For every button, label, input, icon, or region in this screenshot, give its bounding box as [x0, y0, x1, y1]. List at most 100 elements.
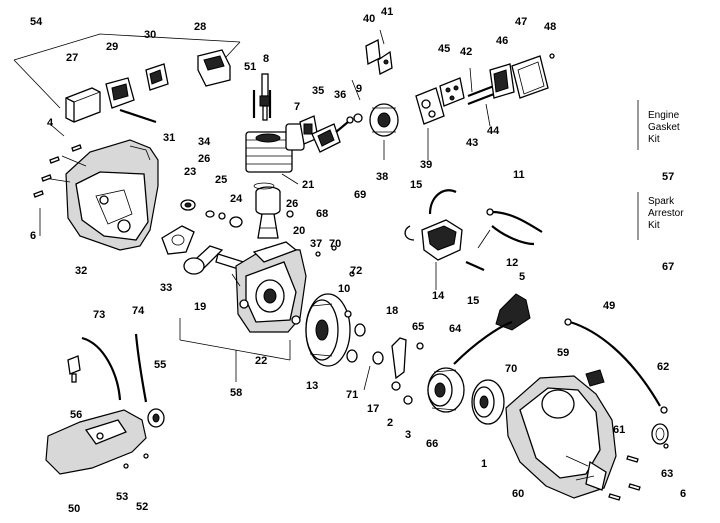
label-26: 26: [198, 153, 210, 165]
label-44: 44: [487, 125, 500, 137]
label-60: 60: [512, 488, 524, 500]
label-66: 66: [426, 438, 438, 450]
label-27: 27: [66, 52, 78, 64]
filter-base: [489, 63, 515, 99]
label-59: 59: [557, 347, 569, 359]
label-24: 24: [230, 193, 243, 205]
spark-arrestor-kit-line1: Spark: [648, 196, 675, 207]
filter-gasket: [145, 63, 169, 91]
ignition-module: [404, 189, 463, 261]
spark-plug: [259, 73, 271, 121]
shield: [45, 409, 147, 475]
label-41: 41: [381, 6, 393, 18]
rewind-spring-housing: [427, 367, 465, 413]
label-2: 2: [387, 417, 393, 429]
engine-gasket-kit-note: Engine Gasket Kit 57: [648, 110, 680, 183]
spark-arrestor-kit-line3: Kit: [648, 220, 660, 231]
label-1: 1: [481, 458, 487, 470]
spark-arrestor-kit-note: Spark Arrestor Kit 67: [648, 196, 684, 273]
label-70: 70: [329, 238, 341, 250]
crankcase: [235, 241, 307, 333]
label-31: 31: [163, 132, 175, 144]
label-64: 64: [449, 323, 462, 335]
piston-ring: [253, 182, 275, 190]
label-72: 72: [350, 265, 362, 277]
muffler-plate: [311, 123, 341, 153]
label-6: 6: [30, 230, 36, 242]
label-63: 63: [661, 468, 673, 480]
engine-gasket-kit-line3: Kit: [648, 134, 660, 145]
label-15: 15: [410, 179, 422, 191]
flywheel-nut: [346, 323, 366, 363]
leader-lines: [39, 29, 491, 391]
label-45: 45: [438, 43, 450, 55]
label-8: 8: [263, 53, 269, 65]
carburetor-screws: [467, 84, 495, 106]
small-screws: [123, 453, 149, 469]
part-labels: 54 29 30 28 27 4 31 6 32 8 51 34 26 7 35…: [30, 6, 686, 515]
starter-rope: [453, 320, 513, 365]
label-71: 71: [346, 389, 358, 401]
label-11: 11: [513, 169, 525, 181]
primer-bulb: [67, 355, 81, 383]
label-32: 32: [75, 265, 87, 277]
label-40: 40: [363, 13, 375, 25]
spark-arrestor-screen: [585, 369, 605, 387]
label-13: 13: [306, 380, 318, 392]
label-43: 43: [466, 137, 478, 149]
label-28: 28: [194, 21, 206, 33]
engine-gasket-kit-line1: Engine: [648, 110, 680, 121]
engine-gasket-kit-line2: Gasket: [648, 122, 680, 133]
housing-screws: [33, 144, 82, 198]
engine-housing: [43, 139, 159, 251]
fuel-cap: [147, 408, 165, 428]
label-3: 3: [405, 429, 411, 441]
group-bracket-58: [179, 318, 291, 382]
label-35: 35: [312, 85, 324, 97]
starter-shaft-parts: [372, 337, 424, 405]
flywheel: [305, 293, 351, 367]
label-22: 22: [255, 355, 267, 367]
label-54: 54: [30, 16, 43, 28]
carburetor: [415, 87, 445, 125]
label-7: 7: [294, 101, 300, 113]
label-62: 62: [657, 361, 669, 373]
label-70b: 70: [505, 363, 517, 375]
label-47: 47: [515, 16, 527, 28]
cylinder-bolts: [252, 90, 272, 118]
starter-pulley: [471, 379, 505, 425]
muffler-screw: [335, 113, 363, 133]
label-74: 74: [132, 305, 145, 317]
fan-housing: [505, 375, 617, 499]
label-5: 5: [519, 271, 525, 283]
label-15b: 15: [467, 295, 479, 307]
label-37: 37: [310, 238, 322, 250]
label-20: 20: [293, 225, 305, 237]
label-58: 58: [230, 387, 242, 399]
carburetor-gasket: [439, 77, 465, 107]
label-9: 9: [356, 83, 362, 95]
label-12: 12: [506, 257, 518, 269]
label-73: 73: [93, 309, 105, 321]
engine-gasket-kit-number: 57: [662, 171, 674, 183]
label-48: 48: [544, 21, 556, 33]
label-61: 61: [613, 424, 625, 436]
spark-arrestor-kit-line2: Arrestor: [648, 208, 684, 219]
label-50: 50: [68, 503, 80, 515]
label-33: 33: [160, 282, 172, 294]
label-52: 52: [136, 501, 148, 513]
label-6b: 6: [680, 488, 686, 500]
label-56: 56: [70, 409, 82, 421]
misc-fasteners: [315, 245, 355, 318]
housing-screws-right: [608, 443, 669, 501]
label-49: 49: [603, 300, 615, 312]
label-65: 65: [412, 321, 424, 333]
label-42: 42: [460, 46, 472, 58]
label-46: 46: [496, 35, 508, 47]
air-box: [197, 49, 231, 87]
label-4: 4: [47, 117, 54, 129]
spark-plug-lead: [486, 208, 543, 246]
crankcase-gasket: [161, 225, 195, 255]
label-53: 53: [116, 491, 128, 503]
